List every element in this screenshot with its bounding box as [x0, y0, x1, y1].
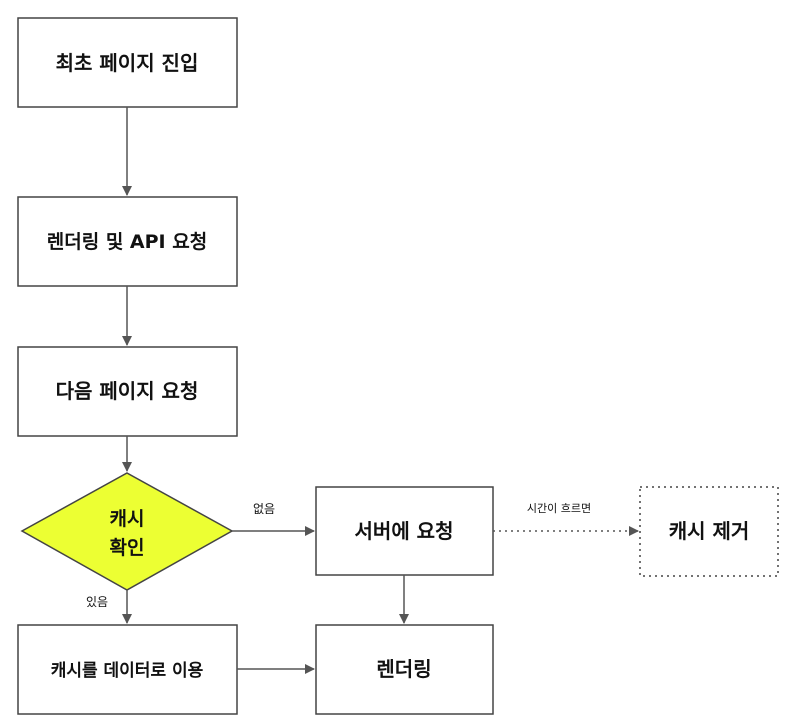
render-api-label: 렌더링 및 API 요청: [47, 231, 207, 253]
edge-label-exists: 있음: [86, 595, 108, 609]
first-entry-label: 최초 페이지 진입: [56, 51, 199, 75]
cache-remove-box: [639, 486, 779, 577]
use-cache-label: 캐시를 데이터로 이용: [51, 661, 204, 681]
next-page-label: 다음 페이지 요청: [56, 379, 199, 403]
render-api-box: [17, 196, 238, 287]
edge-label-time-passes: 시간이 흐르면: [527, 502, 591, 515]
edge-label-none: 없음: [253, 502, 275, 516]
cache-check-label-2: 확인: [110, 536, 145, 559]
next-page-box: [17, 346, 238, 437]
rendering-box: [315, 624, 494, 715]
cache-remove-label: 캐시 제거: [669, 519, 750, 543]
cache-check-diamond: [20, 472, 234, 591]
rendering-label: 렌더링: [376, 657, 431, 681]
server-request-label: 서버에 요청: [355, 519, 454, 543]
server-request-box: [315, 486, 494, 576]
first-entry-box: [17, 17, 238, 108]
cache-check-label-1: 캐시: [110, 508, 145, 530]
